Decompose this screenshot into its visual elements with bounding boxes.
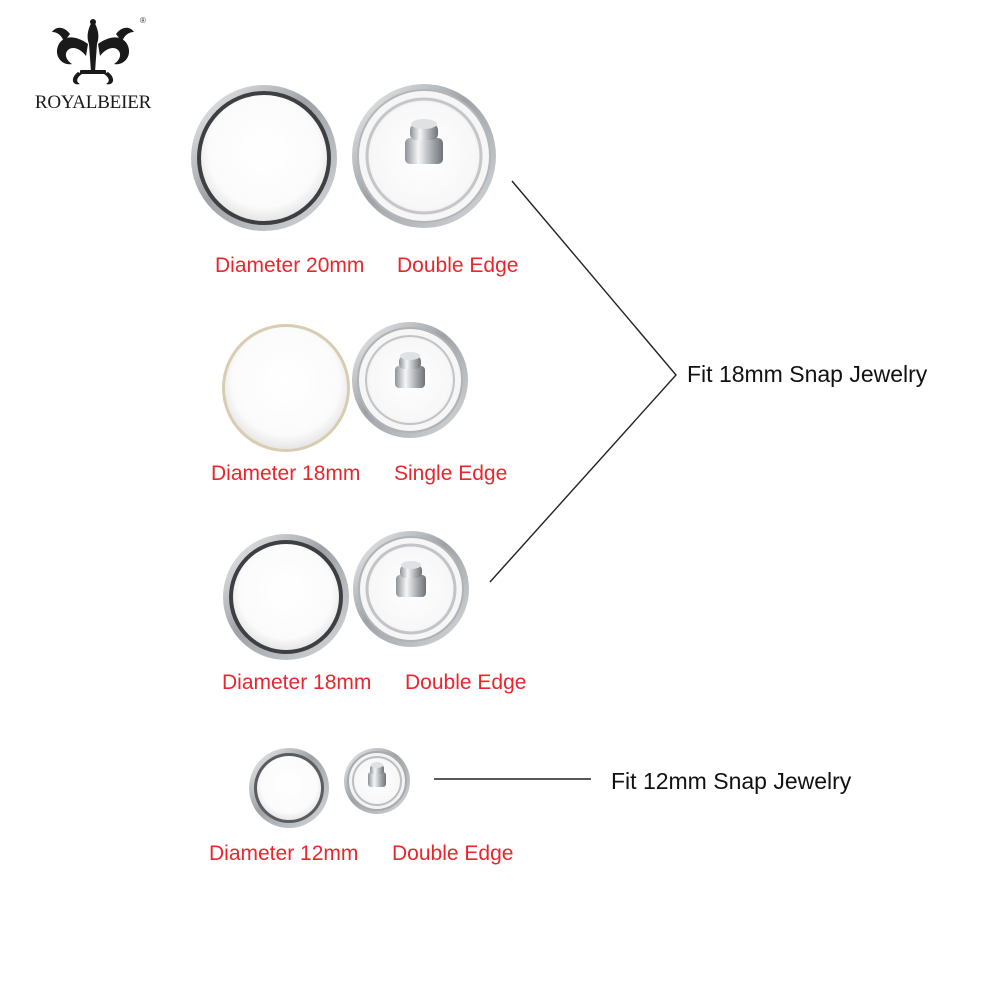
snap-base-double-edge-large — [352, 84, 496, 228]
row2-diameter-label: Diameter 18mm — [211, 462, 361, 485]
row1-edge-label: Double Edge — [397, 254, 519, 277]
row4-diameter-label: Diameter 12mm — [209, 842, 359, 865]
snap-base-double-edge-medium — [353, 531, 469, 647]
fit-18mm-label: Fit 18mm Snap Jewelry — [687, 361, 928, 387]
row4-edge-label: Double Edge — [392, 842, 514, 865]
snap-base-single-edge — [352, 322, 468, 438]
row3-edge-label: Double Edge — [405, 671, 527, 694]
cabochon-18mm-double — [223, 534, 349, 660]
brand-name: ROYALBEIER — [34, 92, 152, 113]
row2-edge-label: Single Edge — [394, 462, 508, 485]
fit-12mm-label: Fit 12mm Snap Jewelry — [611, 768, 852, 794]
row3-diameter-label: Diameter 18mm — [222, 671, 372, 694]
snap-base-double-edge-small — [344, 748, 410, 814]
crown-logo-icon — [52, 19, 134, 85]
cabochon-12mm — [249, 748, 329, 828]
cabochon-20mm — [191, 85, 337, 231]
registered-mark: ® — [140, 16, 146, 25]
cabochon-18mm-single — [222, 324, 350, 452]
brand-logo: ® ROYALBEIER — [18, 14, 168, 114]
bracket-lines — [434, 180, 677, 780]
row1-diameter-label: Diameter 20mm — [215, 254, 365, 277]
